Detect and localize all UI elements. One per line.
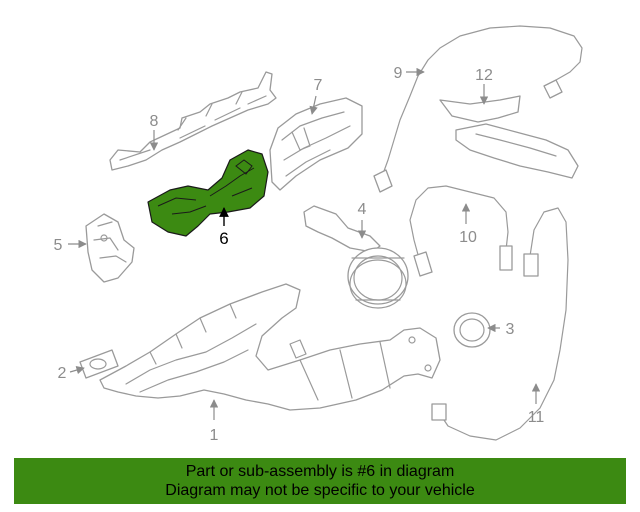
leader-lines [68, 67, 541, 420]
callout-1: 1 [210, 427, 219, 444]
part-12-bracket [439, 95, 579, 179]
part-10-oxygen-sensor [409, 185, 513, 277]
part-info-banner: Part or sub-assembly is #6 in diagram Di… [14, 458, 626, 504]
callout-2: 2 [58, 365, 67, 382]
part-6-heat-shield-highlighted [147, 149, 269, 237]
callout-labels: 1 2 3 4 5 6 7 8 9 10 11 12 [54, 65, 545, 444]
callout-9: 9 [394, 65, 403, 82]
callout-11: 11 [528, 409, 545, 426]
part-11-oxygen-sensor [431, 207, 569, 441]
part-7-heat-shield [269, 97, 363, 191]
part-4-clamp-support [303, 205, 409, 309]
callout-6: 6 [219, 229, 228, 248]
banner-line-2: Diagram may not be specific to your vehi… [165, 482, 475, 499]
callout-4: 4 [358, 201, 367, 218]
callout-10: 10 [459, 229, 477, 246]
callout-8: 8 [150, 113, 159, 130]
part-1-exhaust-manifold [99, 283, 441, 411]
part-3-gasket-ring [453, 312, 491, 348]
callout-7: 7 [314, 77, 323, 94]
callout-5: 5 [54, 237, 63, 254]
banner-line-1: Part or sub-assembly is #6 in diagram [185, 463, 455, 480]
callout-12: 12 [475, 67, 493, 84]
part-9-oxygen-sensor [373, 25, 583, 193]
callout-3: 3 [506, 321, 515, 338]
part-5-bracket [85, 213, 135, 283]
